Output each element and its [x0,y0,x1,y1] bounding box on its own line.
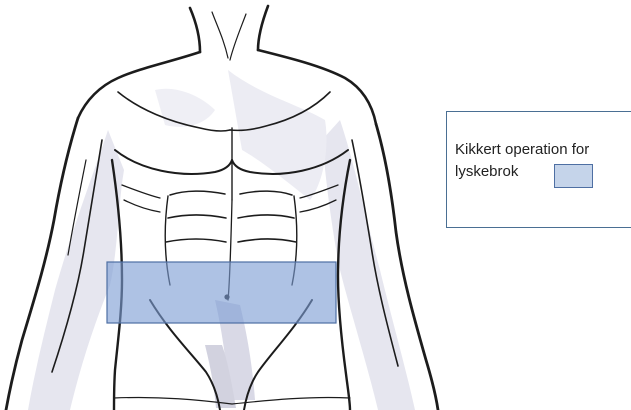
legend-box: Kikkert operation for lyskebrok [446,111,631,228]
legend-label: Kikkert operation for lyskebrok [455,139,627,183]
highlight-region [107,262,336,323]
legend-swatch [554,164,593,188]
